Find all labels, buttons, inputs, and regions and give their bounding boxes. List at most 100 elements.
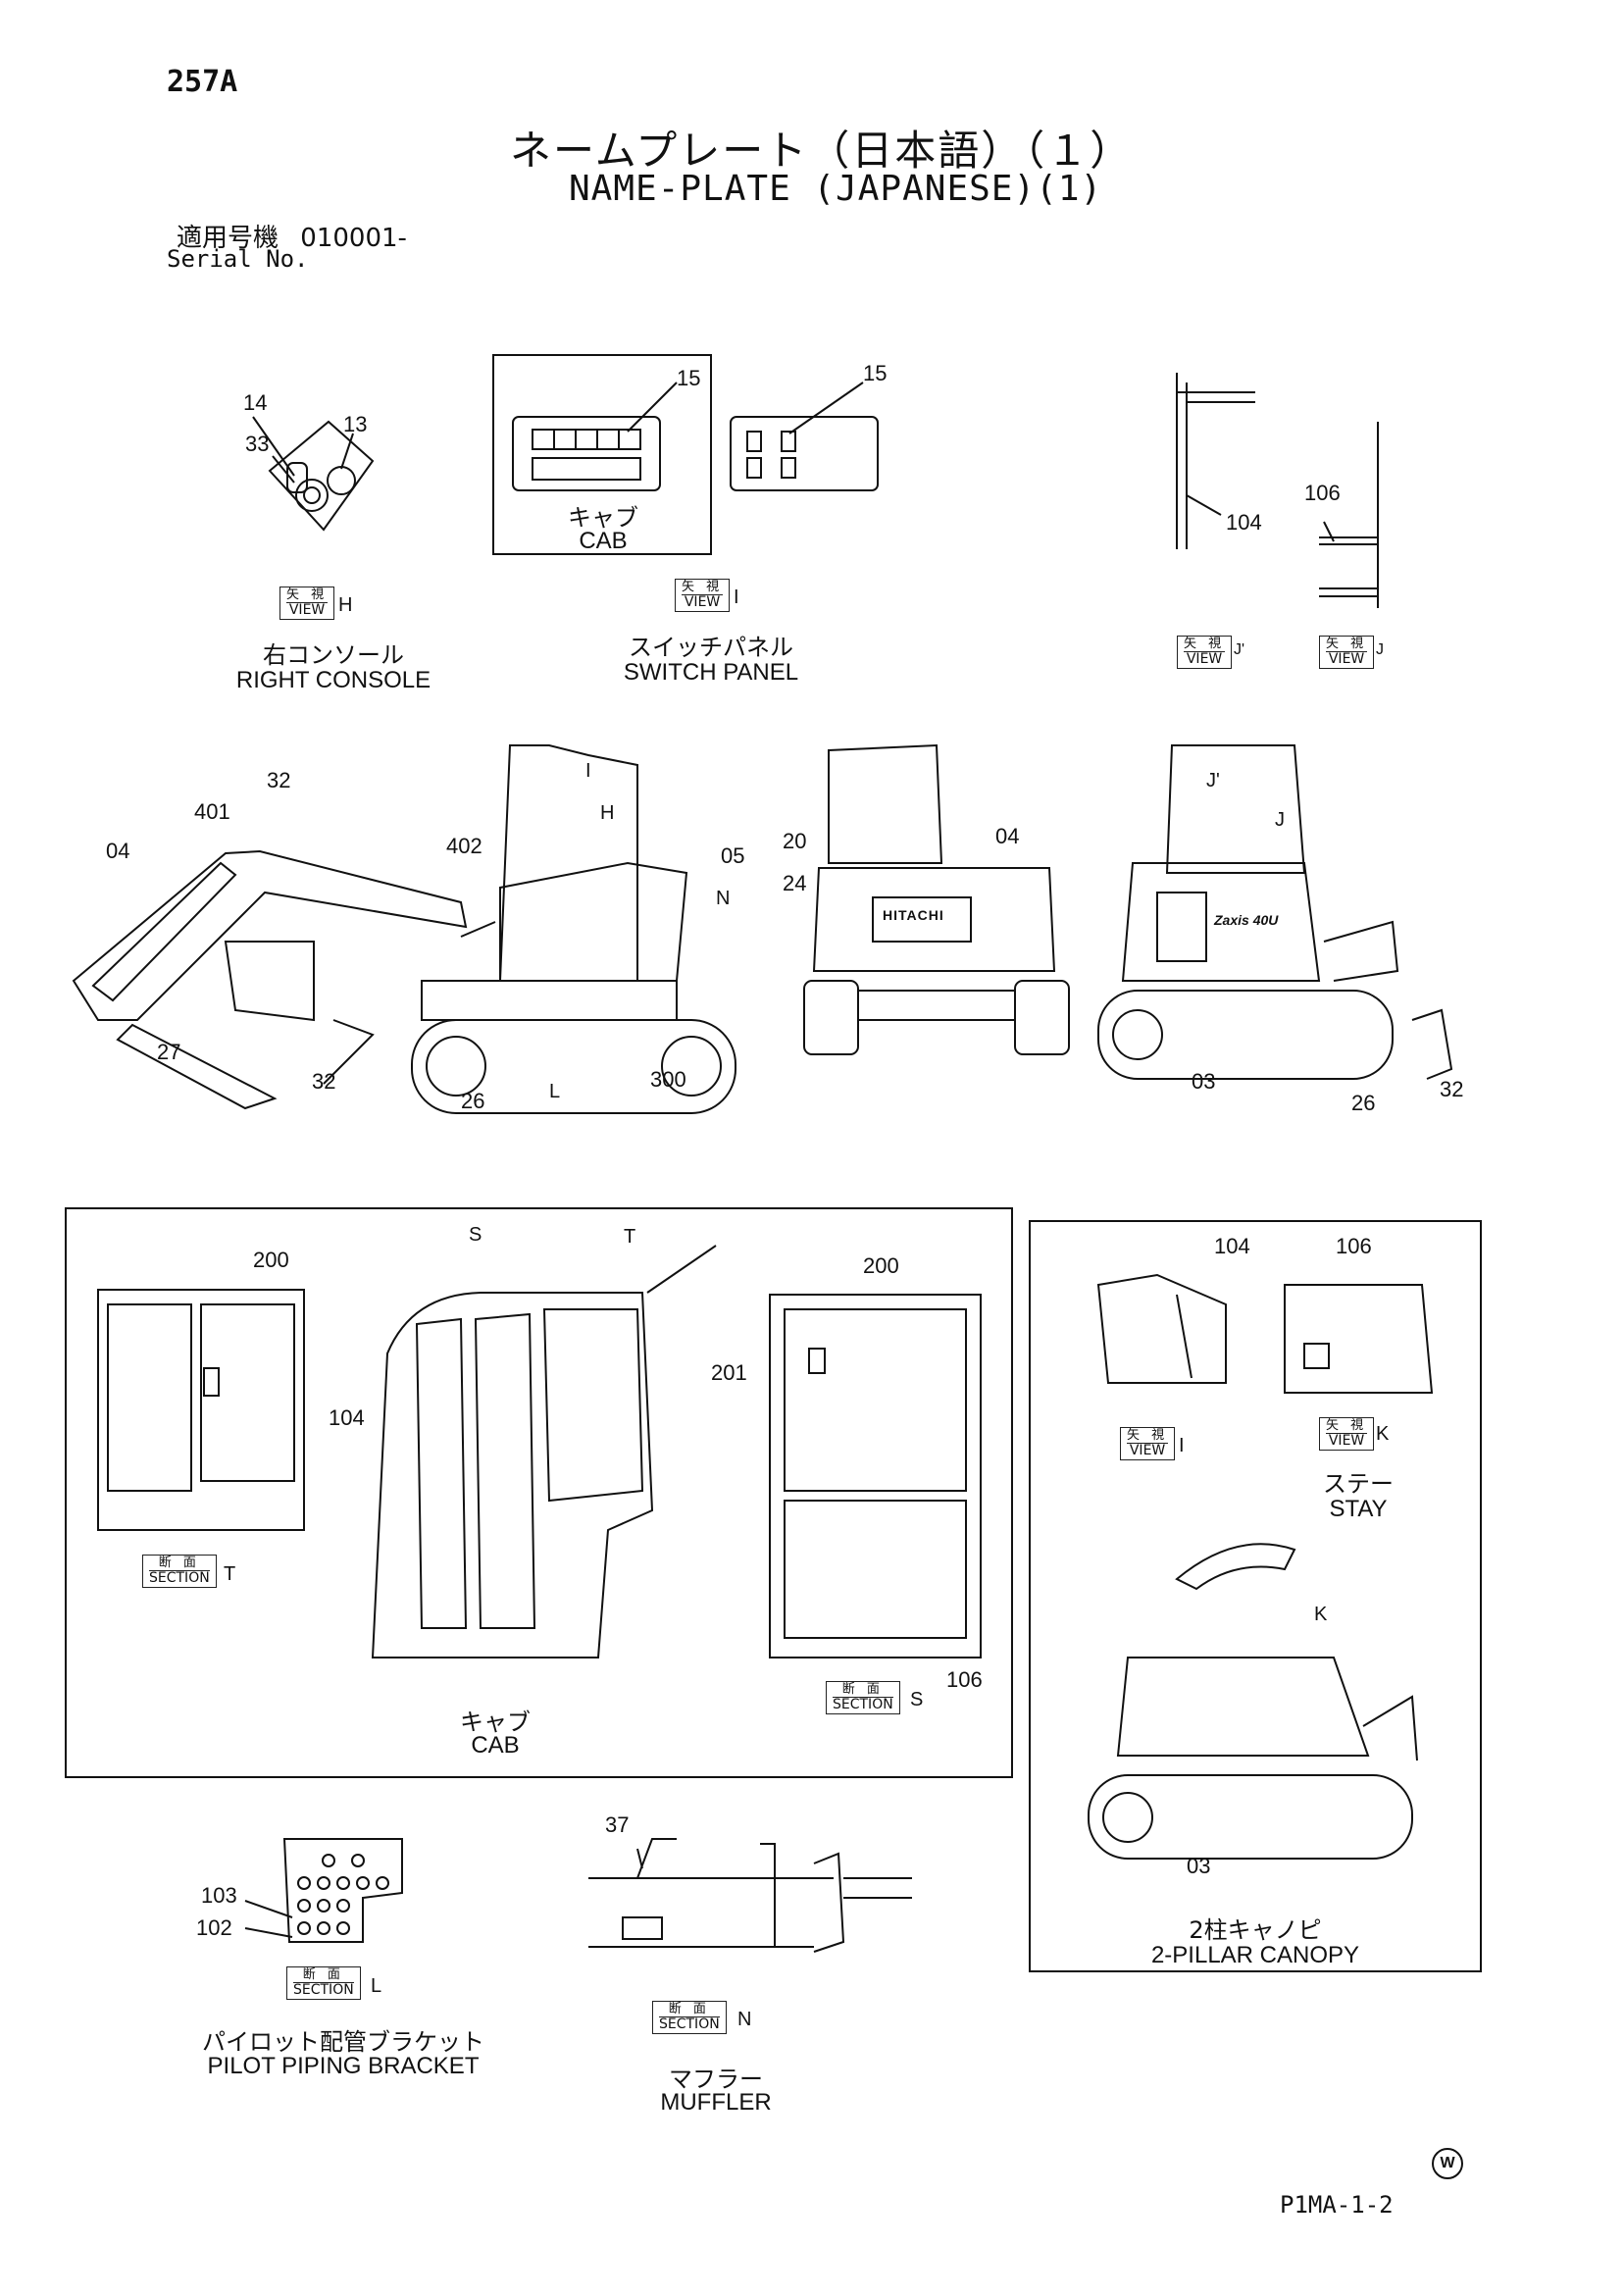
callout-33: 33 <box>245 432 270 456</box>
muffler-caption-en: MUFFLER <box>660 2089 772 2116</box>
arrow-label-i: I <box>585 760 591 782</box>
right-console-drawing <box>253 417 373 530</box>
callout-27: 27 <box>157 1040 181 1064</box>
callout-26-side: 26 <box>461 1089 485 1113</box>
pilot-bracket-caption-en: PILOT PIPING BRACKET <box>207 2053 480 2079</box>
view-tag-h-letter: H <box>338 594 353 616</box>
muffler-drawing <box>588 1839 912 1952</box>
arrow-label-l: L <box>549 1081 561 1102</box>
excavator-rear-view-drawing <box>1098 745 1451 1079</box>
arrow-label-k: K <box>1314 1604 1328 1625</box>
pilot-bracket-drawing <box>245 1839 402 1942</box>
right-console-caption-jp: 右コンソール <box>263 641 404 669</box>
right-console-caption-en: RIGHT CONSOLE <box>235 667 431 693</box>
section-tag-t-letter: T <box>224 1563 236 1585</box>
callout-200-s: 200 <box>863 1253 899 1278</box>
callout-201: 201 <box>711 1360 747 1385</box>
page-title-en: NAME-PLATE (JAPANESE)(1) <box>569 169 1103 209</box>
callout-104-j1: 104 <box>1226 510 1262 535</box>
arrow-label-j-prime: J' <box>1206 770 1220 791</box>
revision-mark: W <box>1432 2148 1463 2179</box>
page-title-jp: ネームプレート（日本語）（１） <box>510 127 1134 175</box>
canopy-section-drawings <box>1089 1275 1432 1859</box>
switch-panel-drawing <box>731 383 878 490</box>
canopy-caption-jp: 2柱キャノピ <box>1189 1916 1322 1944</box>
callout-05: 05 <box>721 843 745 868</box>
callout-106-j2: 106 <box>1304 481 1341 505</box>
callout-03-canopy: 03 <box>1187 1854 1211 1878</box>
callout-200-t: 200 <box>253 1248 289 1272</box>
stay-caption-en: STAY <box>1329 1496 1388 1522</box>
page-code: 257A <box>167 65 238 99</box>
callout-20: 20 <box>783 829 807 853</box>
serial-label-jp: 適用号機 <box>177 224 279 253</box>
cab-section-frame <box>66 1208 1012 1777</box>
callout-32-boom: 32 <box>267 768 291 792</box>
callout-106-k: 106 <box>1336 1234 1372 1258</box>
cab-switch-panel-drawing <box>493 355 711 554</box>
view-tag-j-letter: J <box>1376 641 1384 658</box>
view-tag-i-letter: I <box>734 587 739 608</box>
drawing-code: P1MA-1-2 <box>1280 2191 1394 2219</box>
callout-04-boom: 04 <box>106 839 130 863</box>
callout-03-rear: 03 <box>1192 1069 1216 1094</box>
model-logo: Zaxis 40U <box>1214 912 1279 928</box>
view-tag-j-prime-letter: J' <box>1234 641 1245 658</box>
muffler-caption-jp: マフラー <box>669 2066 763 2093</box>
callout-13: 13 <box>343 412 368 436</box>
callout-106-s: 106 <box>946 1667 983 1692</box>
cab-section-caption-en: CAB <box>471 1732 520 1759</box>
arrow-label-n: N <box>716 888 731 909</box>
cab-section-drawings <box>98 1246 981 1658</box>
pilot-bracket-caption-jp: パイロット配管ブラケット <box>202 2028 484 2056</box>
excavator-side-view-drawing <box>74 745 736 1113</box>
arrow-label-t: T <box>624 1226 636 1248</box>
cab-section-caption-jp: キャブ <box>460 1709 531 1736</box>
stay-caption-jp: ステー <box>1323 1470 1394 1498</box>
canopy-caption-en: 2-PILLAR CANOPY <box>1150 1942 1360 1968</box>
callout-37: 37 <box>605 1812 630 1837</box>
callout-14: 14 <box>243 390 268 415</box>
callout-102: 102 <box>196 1915 232 1940</box>
callout-401: 401 <box>194 799 230 824</box>
callout-15-switch: 15 <box>863 361 888 385</box>
view-j-drawings <box>1177 373 1378 608</box>
callout-32-rear: 32 <box>1440 1077 1464 1101</box>
serial-value: 010001- <box>300 224 407 253</box>
view-tag-i-canopy-letter: I <box>1179 1435 1185 1456</box>
serial-row: 適用号機 010001- <box>177 218 407 254</box>
callout-24: 24 <box>783 871 807 895</box>
callout-104-t: 104 <box>329 1405 365 1430</box>
cab-panel-caption-en: CAB <box>579 528 628 554</box>
callout-103: 103 <box>201 1883 237 1908</box>
callout-04-front: 04 <box>995 824 1020 848</box>
serial-label-en: Serial No. <box>167 245 309 273</box>
arrow-label-j: J <box>1275 809 1285 831</box>
cab-panel-caption-jp: キャブ <box>568 504 638 532</box>
arrow-label-s: S <box>469 1224 482 1246</box>
callout-32-blade: 32 <box>312 1069 336 1094</box>
callout-15-cab: 15 <box>677 366 701 390</box>
canopy-section-frame <box>1030 1221 1481 1971</box>
brand-logo: HITACHI <box>883 907 944 923</box>
arrow-label-h: H <box>600 802 615 824</box>
callout-402: 402 <box>446 834 482 858</box>
callout-26-rear: 26 <box>1351 1091 1376 1115</box>
section-tag-l-letter: L <box>371 1975 382 1997</box>
switch-panel-caption-en: SWITCH PANEL <box>623 659 799 686</box>
section-tag-s-letter: S <box>910 1689 924 1710</box>
switch-panel-caption-jp: スイッチパネル <box>629 634 793 661</box>
callout-104-i: 104 <box>1214 1234 1250 1258</box>
section-tag-n-letter: N <box>737 2009 752 2030</box>
